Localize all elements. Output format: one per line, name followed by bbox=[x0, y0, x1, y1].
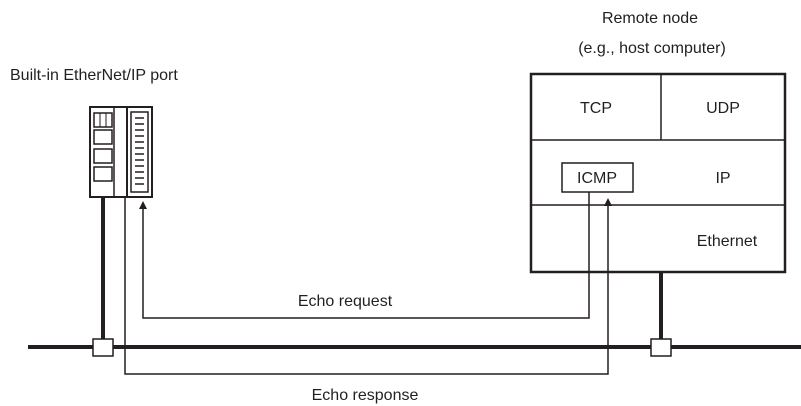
echo-request-label: Echo request bbox=[298, 293, 393, 310]
plc-bus-connector bbox=[92, 338, 114, 357]
icmp-box bbox=[561, 162, 634, 193]
remote-bus-connector bbox=[650, 338, 672, 357]
icmp-layer-label: ICMP bbox=[577, 170, 617, 187]
remote-node-subtitle: (e.g., host computer) bbox=[578, 40, 726, 57]
plc-device-icon bbox=[89, 106, 153, 198]
remote-node-title: Remote node bbox=[602, 10, 698, 27]
echo-request-arrow bbox=[139, 192, 590, 319]
echo-response-label: Echo response bbox=[312, 387, 419, 404]
ip-layer-label: IP bbox=[715, 170, 730, 187]
tcp-layer-label: TCP bbox=[580, 100, 612, 117]
echo-response-arrow bbox=[124, 197, 612, 375]
udp-layer-label: UDP bbox=[706, 100, 740, 117]
ethernet-layer-label: Ethernet bbox=[697, 233, 758, 250]
remote-node-box bbox=[529, 72, 787, 274]
port-label: Built-in EtherNet/IP port bbox=[10, 67, 178, 84]
